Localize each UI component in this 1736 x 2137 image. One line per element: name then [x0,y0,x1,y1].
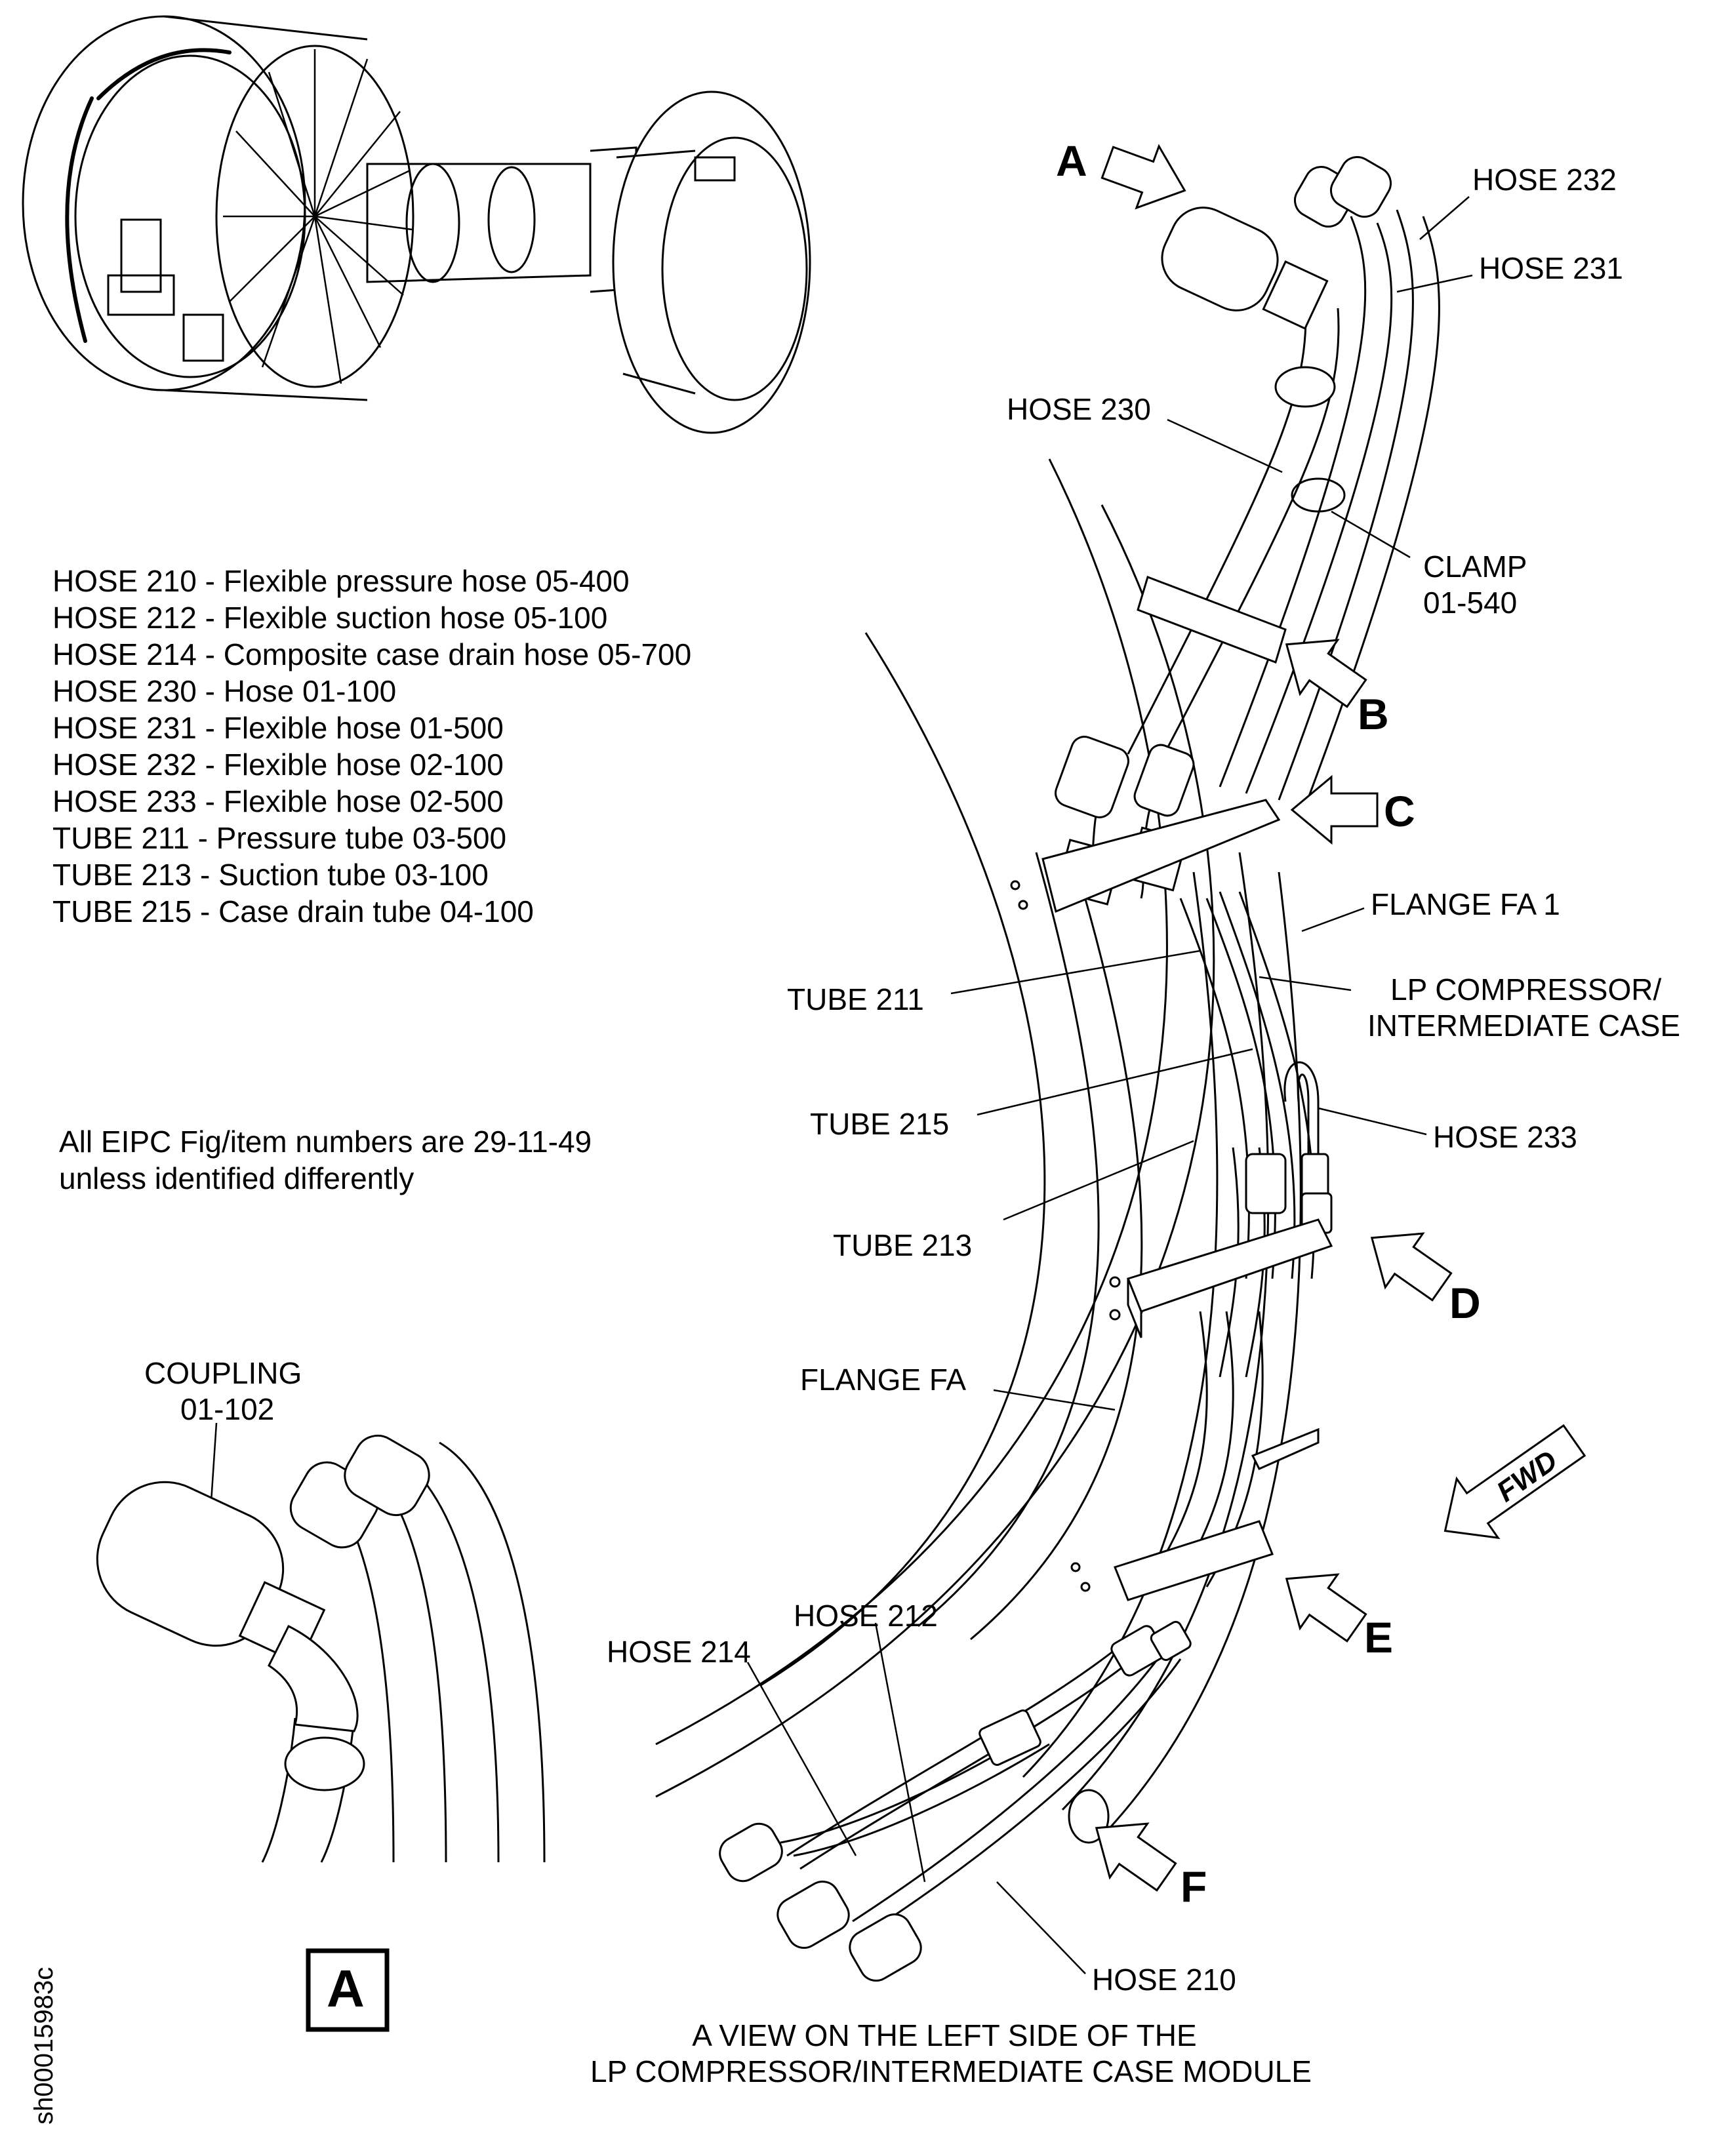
view-arrow-label: F [1181,1862,1207,1911]
legend-item: HOSE 232 - Flexible hose 02-100 [52,748,504,782]
label-clamp-number: 01-540 [1423,586,1517,620]
legend-item: HOSE 231 - Flexible hose 01-500 [52,711,504,745]
label-flange-fa1: FLANGE FA 1 [1371,887,1560,921]
flange-arcs [655,458,1302,1831]
detail-a-box-label: A [327,1959,365,2018]
label-coupling-number: 01-102 [180,1392,274,1426]
legend: HOSE 210 - Flexible pressure hose 05-400… [52,564,691,929]
label-hose-230: HOSE 230 [1007,392,1151,426]
legend-item: TUBE 215 - Case drain tube 04-100 [52,894,534,929]
view-arrow-a-icon [1100,144,1186,210]
label-lp-compressor: LP COMPRESSOR/ [1390,972,1661,1007]
label-hose-233: HOSE 233 [1433,1120,1577,1154]
legend-item: HOSE 230 - Hose 01-100 [52,674,396,708]
view-arrow-e-icon [1285,1573,1367,1643]
label-intermediate-case: INTERMEDIATE CASE [1367,1009,1680,1043]
view-arrow-c-icon [1290,774,1379,845]
engine-isometric-illustration [22,15,811,434]
view-arrow-label: B [1358,690,1389,738]
legend-item: HOSE 210 - Flexible pressure hose 05-400 [52,564,630,598]
legend-item: HOSE 233 - Flexible hose 02-500 [52,784,504,818]
label-hose-232: HOSE 232 [1472,163,1617,197]
note: All EIPC Fig/item numbers are 29-11-49 u… [59,1125,592,1195]
label-coupling: COUPLING [144,1356,302,1390]
label-tube-211: TUBE 211 [787,982,924,1016]
caption-line: LP COMPRESSOR/INTERMEDIATE CASE MODULE [590,2054,1312,2088]
label-hose-210: HOSE 210 [1092,1963,1236,1997]
label-hose-212: HOSE 212 [794,1599,938,1633]
leader-lines [209,196,1473,1974]
detail-a-box: A [306,1948,390,2032]
label-tube-213: TUBE 213 [833,1228,972,1262]
legend-item: TUBE 211 - Pressure tube 03-500 [52,821,506,855]
legend-item: HOSE 212 - Flexible suction hose 05-100 [52,601,607,635]
view-arrow-label: A [1056,136,1087,185]
caption-line: A VIEW ON THE LEFT SIDE OF THE [692,2018,1196,2052]
sheet-id: sh00015983c [30,1967,58,2125]
label-clamp: CLAMP [1423,549,1527,584]
view-arrow-label: E [1364,1613,1393,1662]
view-arrow-f-icon [1095,1822,1177,1892]
forward-arrow-icon: FWD [1443,1424,1586,1540]
detail-a-illustration: COUPLING 01-102 [96,1356,546,1863]
callout-labels: HOSE 232 HOSE 231 HOSE 230 CLAMP 01-540 … [607,163,1680,1997]
view-arrow-label: C [1384,787,1415,835]
note-line: All EIPC Fig/item numbers are 29-11-49 [59,1125,592,1159]
legend-item: TUBE 213 - Suction tube 03-100 [52,858,489,892]
legend-item: HOSE 214 - Composite case drain hose 05-… [52,637,691,671]
hose-and-tube-routing [719,156,1440,1982]
label-flange-fa: FLANGE FA [800,1363,966,1397]
view-arrow-label: D [1449,1279,1481,1327]
view-arrow-b-icon [1285,639,1367,708]
label-hose-214: HOSE 214 [607,1635,751,1669]
caption: A VIEW ON THE LEFT SIDE OF THE LP COMPRE… [590,2018,1312,2088]
view-arrow-d-icon [1370,1232,1453,1302]
label-hose-231: HOSE 231 [1479,251,1623,285]
note-line: unless identified differently [59,1161,414,1195]
label-tube-215: TUBE 215 [810,1107,949,1141]
